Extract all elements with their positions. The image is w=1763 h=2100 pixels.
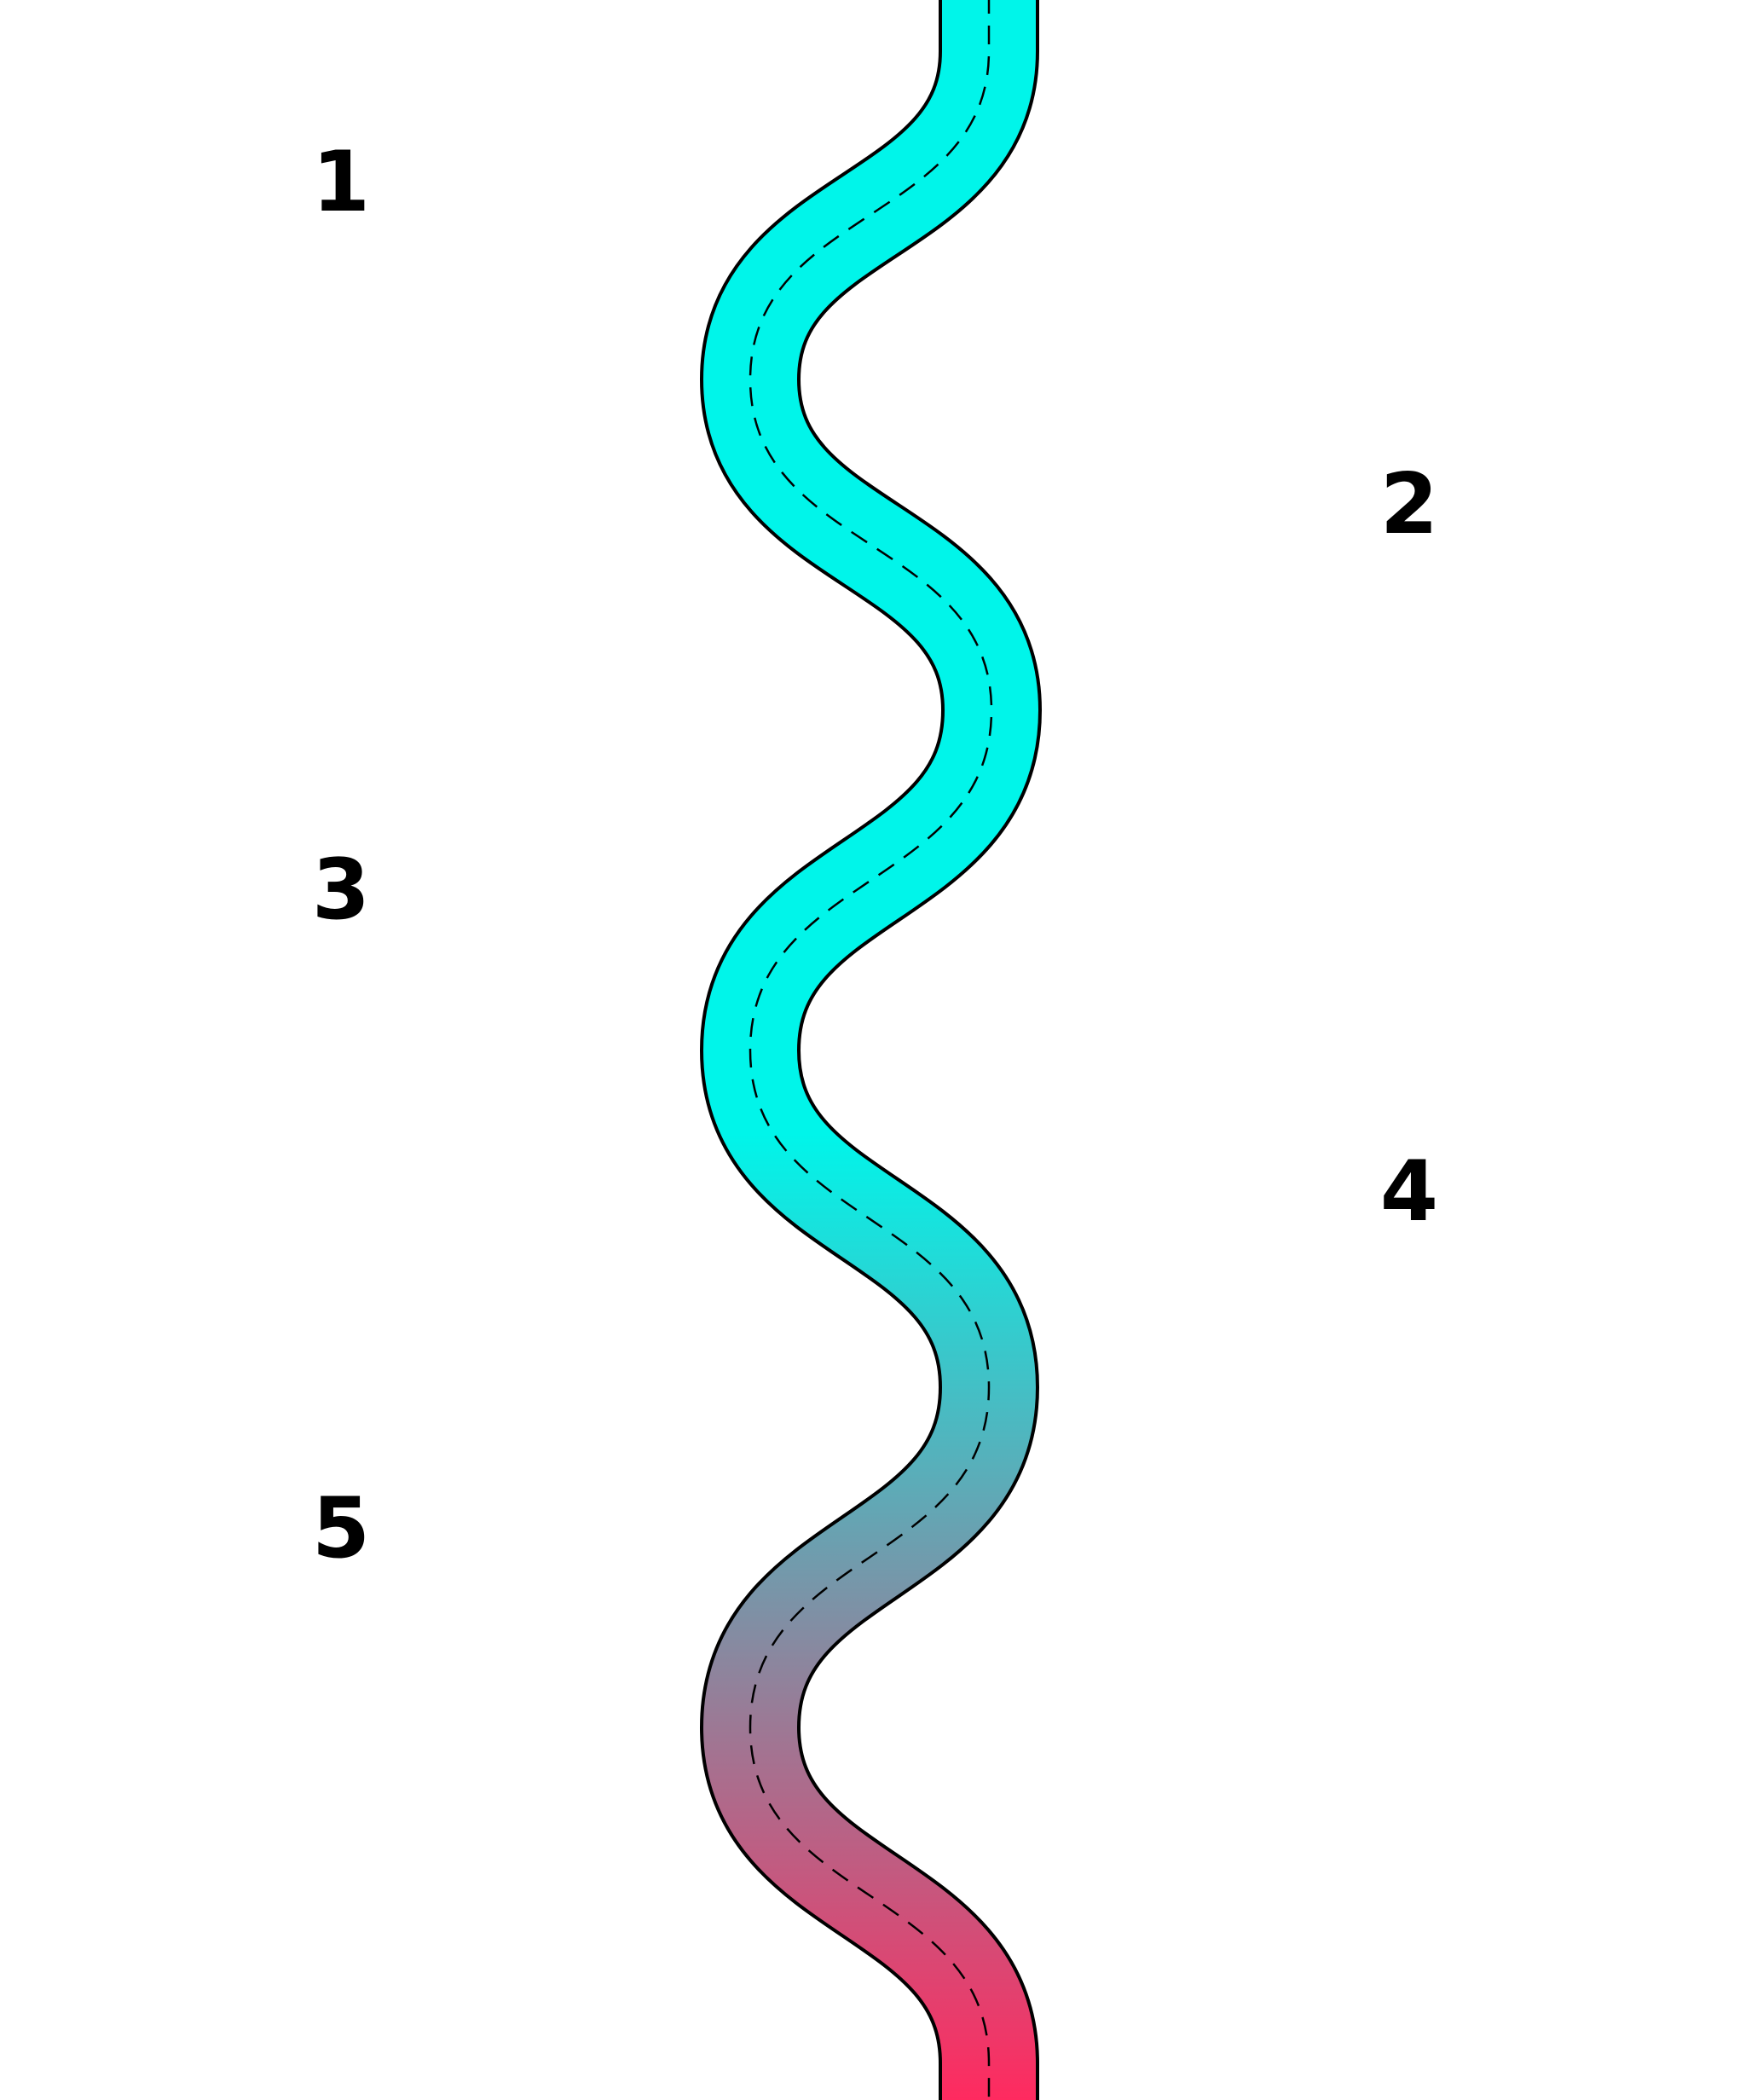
step-number-2: 2 [1380,456,1438,553]
step-number-4: 4 [1380,1143,1438,1241]
step-number-1: 1 [312,134,370,231]
step-number-5: 5 [312,1480,370,1577]
road-center-dashed-line [749,0,993,2100]
road-fill [703,0,1038,2100]
step-number-3: 3 [312,842,370,939]
